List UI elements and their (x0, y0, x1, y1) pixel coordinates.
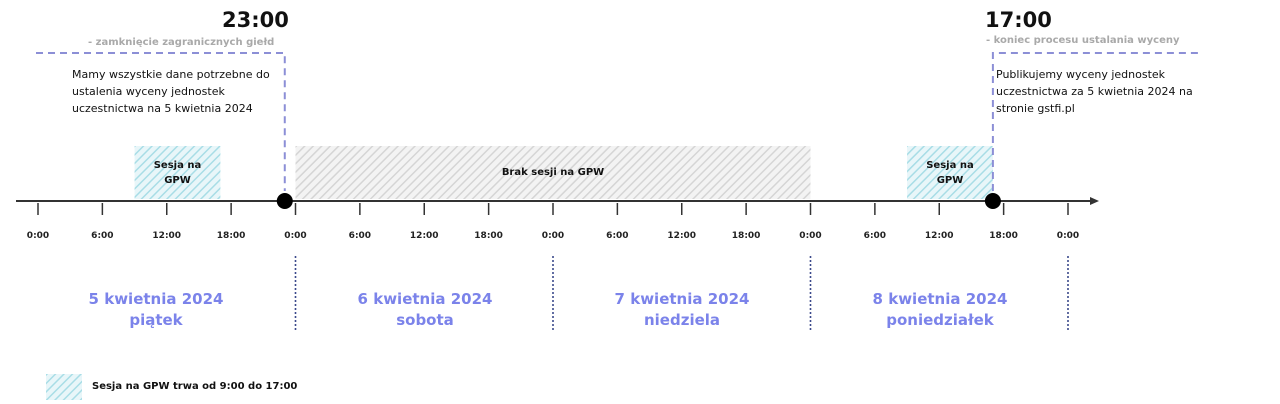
block-label-line: Brak sesji na GPW (501, 167, 605, 178)
day-weekday: poniedziałek (886, 311, 994, 329)
right-event-time: 17:00 (985, 8, 1052, 32)
day-label-3: 7 kwietnia 2024 niedziela (615, 289, 750, 331)
right-note-line: Publikujemy wyceny jednostek (996, 68, 1166, 81)
block-label: Sesja na GPW (907, 158, 993, 188)
axis-arrow-icon (1090, 197, 1099, 205)
day-label-1: 5 kwietnia 2024 piątek (89, 289, 224, 331)
day-date: 5 kwietnia 2024 (88, 290, 224, 308)
day-label-4: 8 kwietnia 2024 poniedziałek (873, 289, 1008, 331)
tick-label: 12:00 (924, 231, 954, 241)
right-event-note: Publikujemy wyceny jednostek uczestnictw… (996, 66, 1193, 117)
tick-label: 0:00 (284, 231, 307, 241)
day-weekday: niedziela (643, 311, 721, 329)
left-event-caption: - zamknięcie zagranicznych giełd (88, 37, 275, 48)
tick-label: 6:00 (91, 231, 114, 241)
tick-label: 18:00 (474, 231, 503, 241)
session-block (134, 146, 221, 199)
block-label-line: Sesja na (153, 159, 202, 171)
tick-label: 12:00 (667, 231, 697, 241)
day-date: 6 kwietnia 2024 (357, 290, 493, 308)
right-note-line: stronie gstfi.pl (996, 102, 1075, 115)
tick-label: 18:00 (216, 231, 246, 241)
session-block (907, 146, 993, 199)
day-date: 8 kwietnia 2024 (872, 290, 1008, 308)
block-label: Sesja na GPW (135, 158, 221, 188)
day-date: 7 kwietnia 2024 (614, 290, 750, 308)
block-label: Brak sesji na GPW (296, 165, 811, 180)
tick-label: 0:00 (799, 231, 822, 241)
tick-label: 18:00 (989, 231, 1018, 241)
event-marker (984, 193, 1001, 209)
right-event-caption: - koniec procesu ustalania wyceny (986, 35, 1180, 46)
tick-label: 0:00 (1056, 231, 1080, 241)
left-event-note: Mamy wszystkie dane potrzebne do ustalen… (72, 66, 270, 117)
legend-text: Sesja na GPW trwa od 9:00 do 17:00 (92, 381, 298, 392)
left-note-line: Mamy wszystkie dane potrzebne do (72, 68, 270, 81)
tick-label: 12:00 (409, 231, 439, 241)
tick-label: 18:00 (731, 231, 761, 241)
day-weekday: piątek (129, 311, 183, 329)
tick-label: 6:00 (863, 231, 887, 241)
left-note-line: ustalenia wyceny jednostek (72, 85, 225, 98)
block-label-line: GPW (936, 174, 964, 186)
event-marker (276, 193, 293, 209)
tick-label: 12:00 (152, 231, 182, 241)
tick-label: 6:00 (606, 231, 629, 241)
tick-label: 6:00 (348, 231, 372, 241)
left-event-time: 23:00 (222, 8, 289, 32)
left-event-connector (36, 52, 286, 191)
legend-swatch (46, 374, 82, 400)
block-label-line: GPW (164, 174, 191, 186)
day-weekday: sobota (396, 311, 454, 329)
day-label-2: 6 kwietnia 2024 sobota (358, 289, 493, 331)
block-label-line: Sesja na (926, 159, 974, 171)
tick-label: 0:00 (26, 231, 50, 241)
right-event-connector (991, 52, 1198, 191)
tick-label: 0:00 (541, 231, 565, 241)
no-session-block (295, 146, 811, 199)
right-note-line: uczestnictwa za 5 kwietnia 2024 na (996, 85, 1193, 98)
left-note-line: uczestnictwa na 5 kwietnia 2024 (72, 102, 253, 115)
